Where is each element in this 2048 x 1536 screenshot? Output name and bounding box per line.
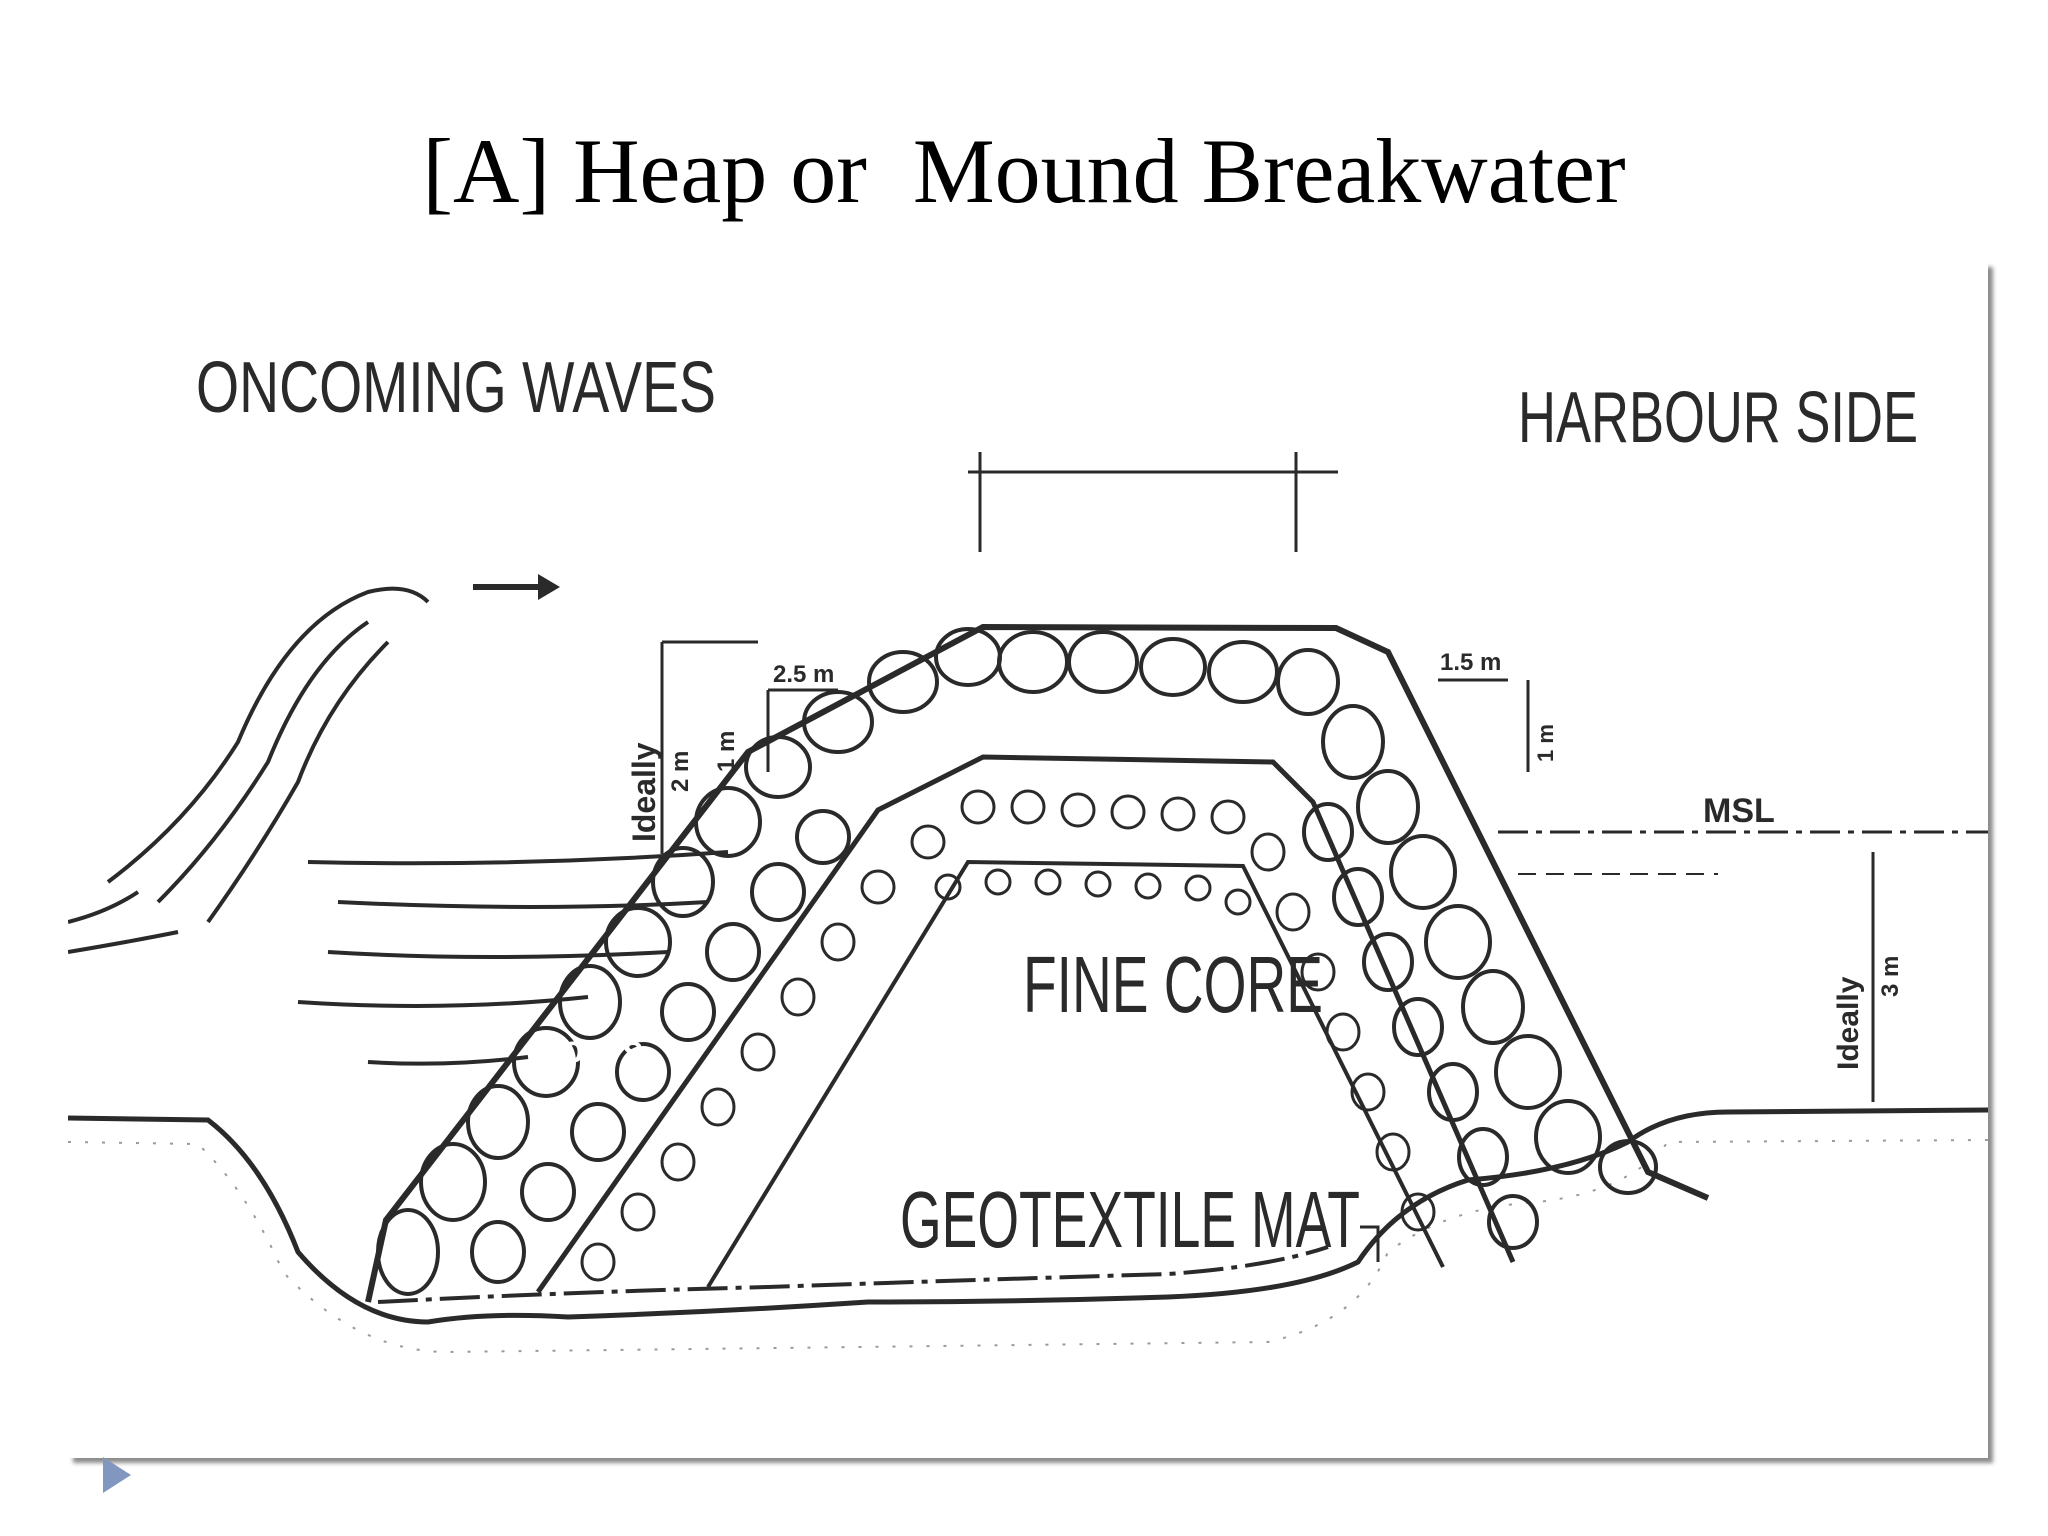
breakwater-cross-section: ONCOMING WAVES HARBOUR SIDE FINE CORE GE…: [68, 348, 1988, 1354]
label-1m-right: 1 m: [1533, 724, 1558, 762]
geotextile-mat-line: [377, 1245, 1329, 1304]
seabed-line: [68, 1107, 1988, 1325]
wave-direction-arrow: [473, 574, 560, 600]
underlayer-stones: [580, 789, 1436, 1282]
underlayer-outline: [535, 754, 1516, 1294]
label-msl: MSL: [1703, 792, 1775, 830]
dim-1-5m-bracket: [1438, 678, 1530, 772]
slide-title: [A] Heap or Mound Breakwater: [422, 120, 1626, 222]
geotextile-pointer: [1360, 1225, 1380, 1262]
label-dim-2-5m: 2.5 m: [773, 661, 834, 688]
label-ideally-left: Ideally: [626, 742, 662, 842]
label-geotextile-mat: GEOTEXTILE MAT: [900, 1175, 1360, 1264]
slide-bullet-marker: [103, 1457, 131, 1493]
core-outline: [706, 859, 1445, 1289]
label-harbour-side: HARBOUR SIDE: [1518, 378, 1918, 458]
label-fine-core: FINE CORE: [1023, 940, 1323, 1029]
oncoming-waves-drawing: [68, 586, 729, 1066]
label-1m-left: 1 m: [713, 731, 740, 772]
label-dim-1-5m: 1.5 m: [1440, 649, 1501, 676]
armour-rocks: [376, 627, 1658, 1296]
breakwater-diagram: ONCOMING WAVES HARBOUR SIDE FINE CORE GE…: [68, 262, 1988, 1458]
label-3m: 3 m: [1877, 956, 1904, 997]
breakwater-outline: [365, 623, 1710, 1303]
dim-2-5m-bracket: [766, 688, 838, 772]
crest-width-dimension: [968, 452, 1338, 552]
label-2m: 2 m: [667, 751, 694, 792]
label-oncoming-waves: ONCOMING WAVES: [196, 348, 716, 428]
seabed-sediment: [68, 1139, 1988, 1354]
overlay-text: nours: [538, 1029, 644, 1071]
left-ideally-dimension: [660, 640, 758, 854]
label-ideally-right: Ideally: [1832, 976, 1865, 1070]
